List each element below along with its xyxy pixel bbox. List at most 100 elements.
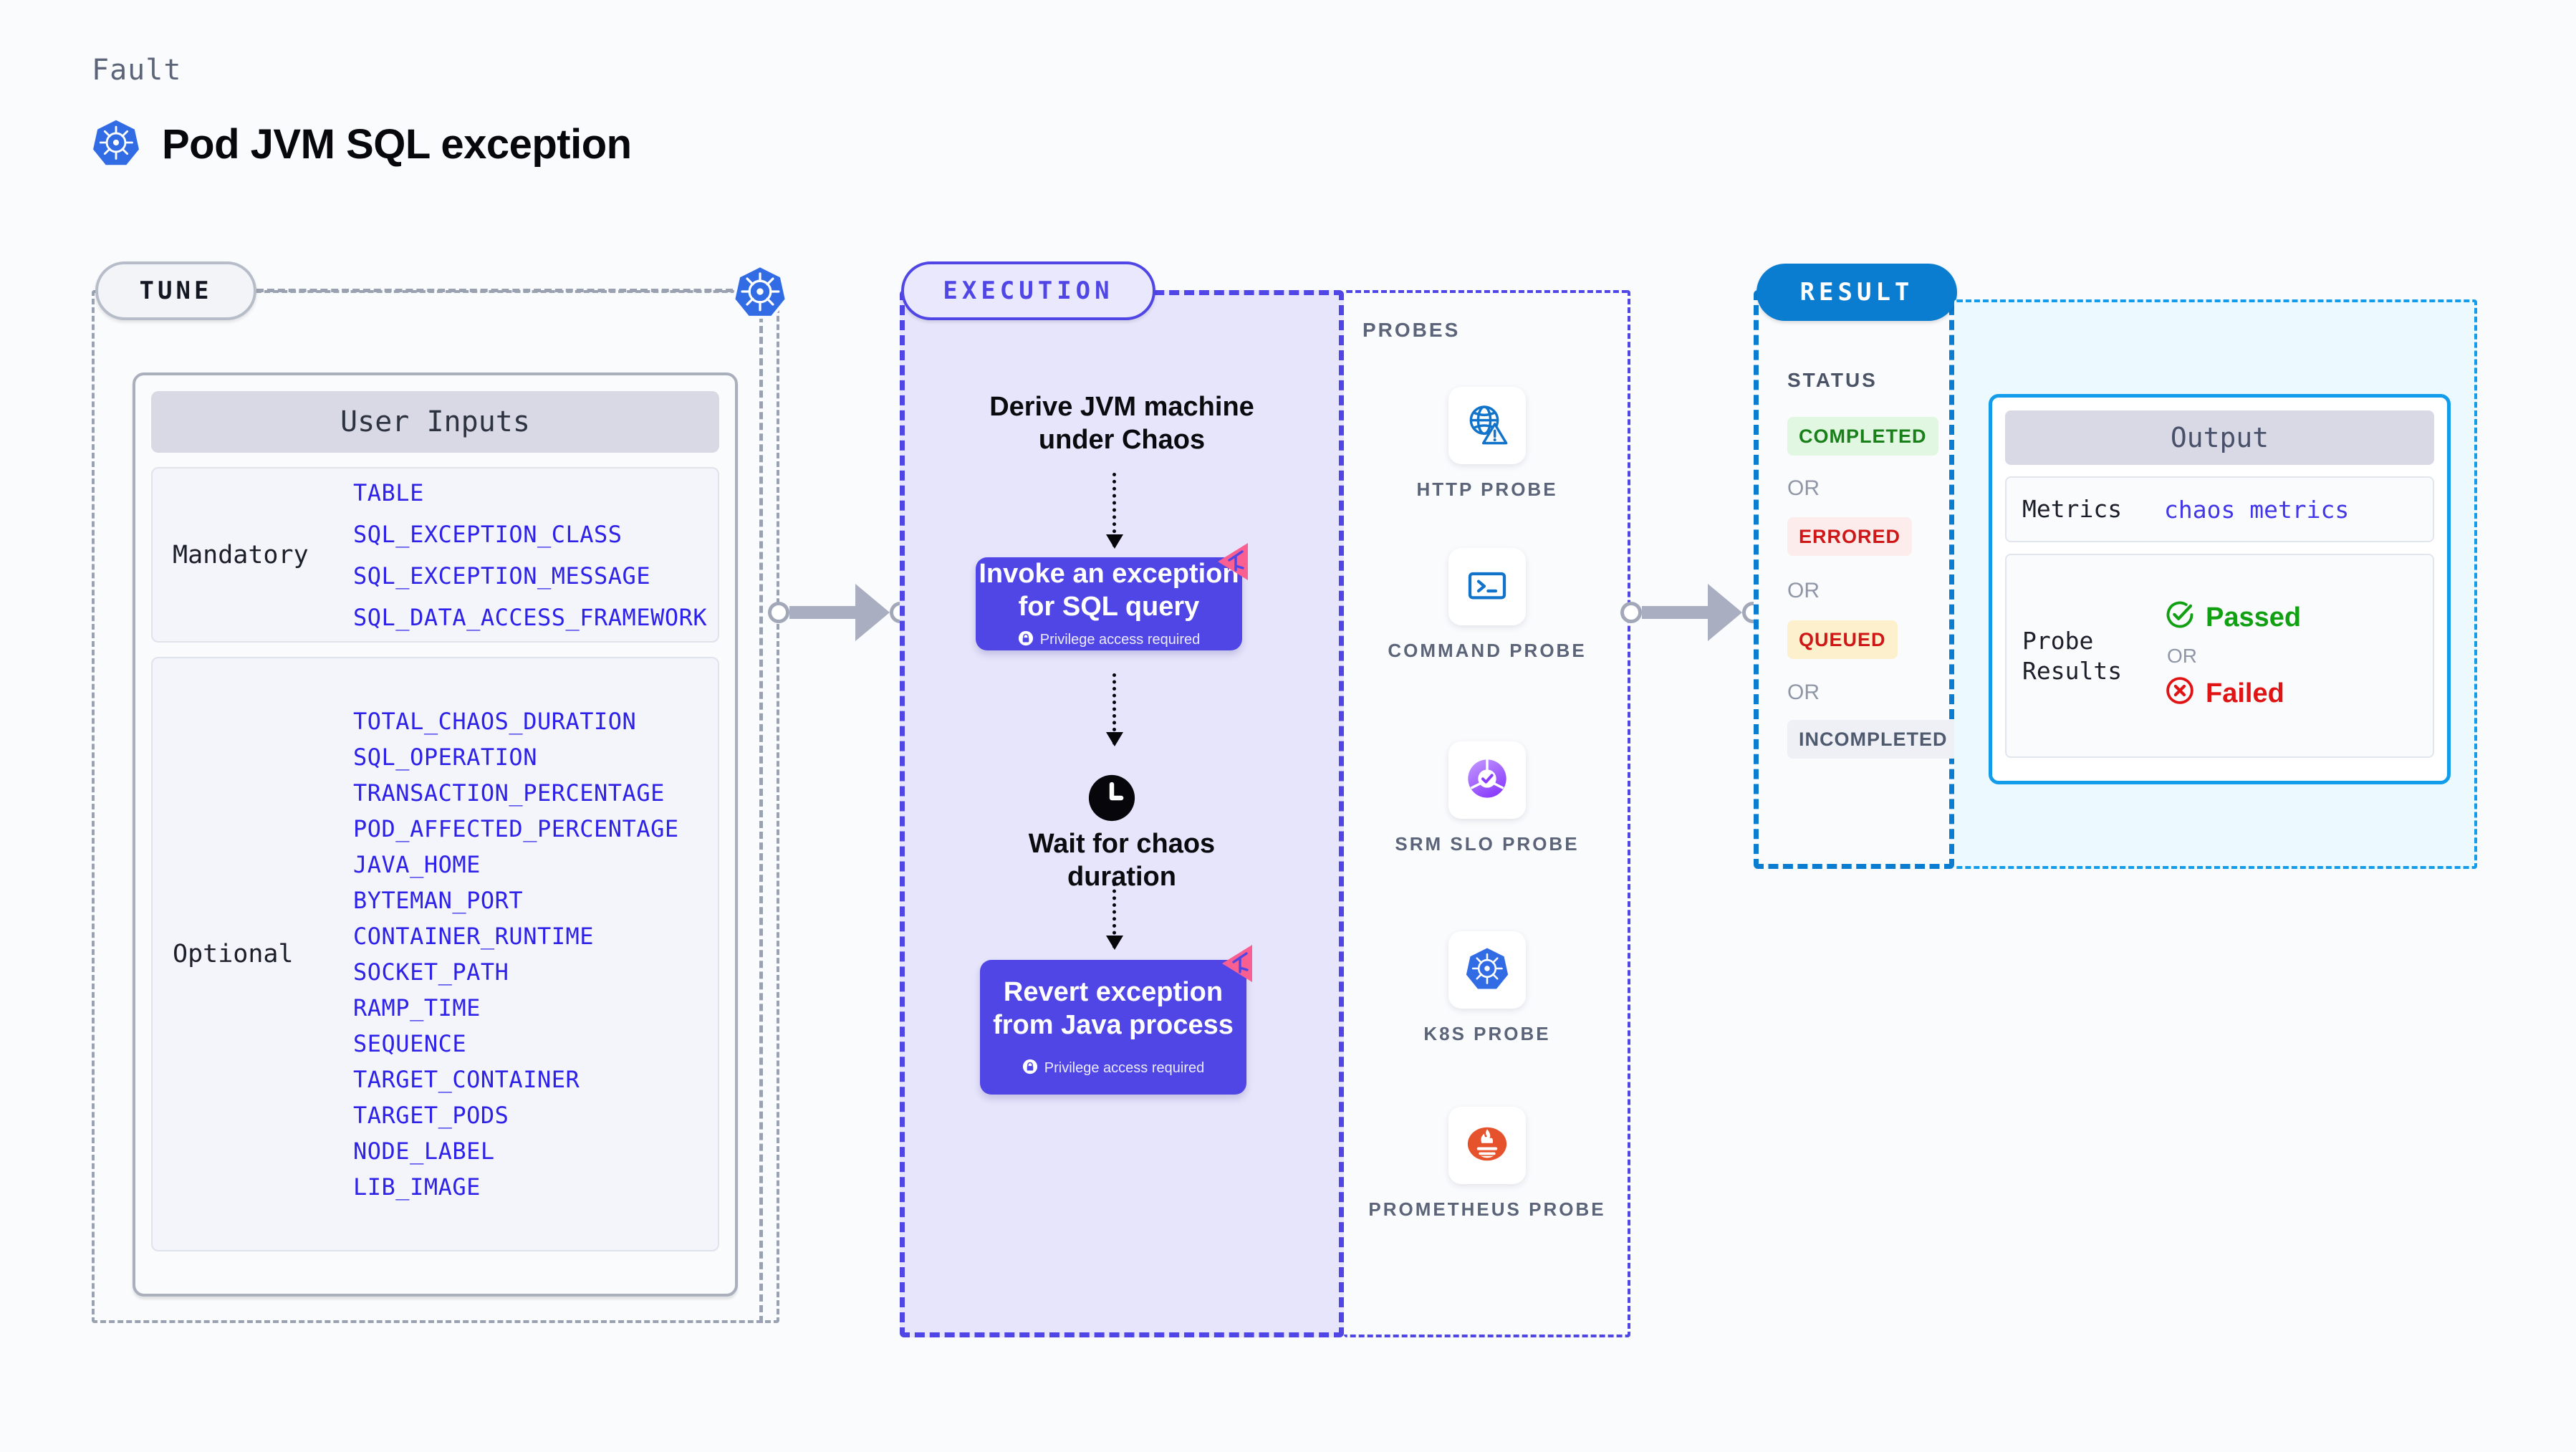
connector-arrowhead [1708,584,1742,641]
kubernetes-icon [732,264,788,319]
connector-tune-to-execution [768,584,911,641]
output-probe-values: Passed OR Failed [2164,599,2301,713]
param-item[interactable]: SOCKET_PATH [353,958,509,986]
or-label: OR [2167,644,2197,667]
probe-label: K8S PROBE [1423,1023,1551,1044]
param-item[interactable]: SQL_EXCEPTION_CLASS [353,520,623,548]
probe-label: PROMETHEUS PROBE [1368,1198,1606,1220]
param-item[interactable]: TARGET_CONTAINER [353,1066,580,1093]
prometheus-icon [1465,1122,1509,1170]
check-circle-icon [2164,599,2196,638]
probe-result-passed: Passed [2164,599,2301,638]
output-metrics-key: Metrics [2022,495,2123,524]
or-label: OR [1787,579,1820,602]
connector-bar [789,606,855,619]
probe-tile [1448,741,1526,819]
optional-param-list: TOTAL_CHAOS_DURATION SQL_OPERATION TRANS… [353,703,718,1205]
connector-execution-to-result [1620,584,1764,641]
param-item[interactable]: TARGET_PODS [353,1102,509,1129]
mandatory-param-list: TABLE SQL_EXCEPTION_CLASS SQL_EXCEPTION_… [353,472,718,638]
probe-label: SRM SLO PROBE [1395,833,1580,855]
param-item[interactable]: NODE_LABEL [353,1138,495,1165]
user-inputs-card: User Inputs Mandatory TABLE SQL_EXCEPTIO… [133,372,738,1297]
flow-arrow-down [1106,473,1123,549]
privilege-note-text: Privilege access required [1044,1060,1205,1077]
fault-injection-icon [1218,941,1264,986]
connector-bar [1642,606,1708,619]
param-item[interactable]: LIB_IMAGE [353,1173,481,1201]
privilege-note: Privilege access required [1022,1059,1204,1078]
flow-arrow-down [1106,673,1123,746]
globe-warning-icon [1464,401,1510,451]
status-badge-queued: QUEUED [1787,620,1898,659]
probe-tile [1448,931,1526,1009]
output-title: Output [2005,410,2434,465]
lock-icon [1018,630,1034,650]
param-item[interactable]: SQL_EXCEPTION_MESSAGE [353,562,651,590]
user-inputs-title: User Inputs [151,391,719,453]
param-item[interactable]: POD_AFFECTED_PERCENTAGE [353,815,679,842]
group-label-optional: Optional [173,940,294,968]
param-item[interactable]: SEQUENCE [353,1030,467,1057]
page-kicker: Fault [92,54,182,87]
or-label: OR [1787,476,1820,500]
probe-tile [1448,387,1526,464]
status-badge-completed: COMPLETED [1787,417,1938,456]
probe-srm-slo[interactable]: SRM SLO PROBE [1344,741,1630,857]
execution-pill[interactable]: EXECUTION [901,261,1155,320]
connector-node [1620,602,1642,623]
probe-http[interactable]: HTTP PROBE [1344,387,1630,502]
probe-label: COMMAND PROBE [1388,640,1587,661]
probe-result-failed-label: Failed [2206,678,2284,708]
status-badge-errored: ERRORED [1787,517,1913,556]
param-item[interactable]: CONTAINER_RUNTIME [353,923,595,950]
param-item[interactable]: TABLE [353,479,424,506]
fault-injection-icon [1213,539,1259,585]
probe-command[interactable]: COMMAND PROBE [1344,548,1630,663]
output-row-metrics: Metrics chaos metrics [2005,476,2434,542]
privilege-note-text: Privilege access required [1039,632,1201,648]
terminal-icon [1464,562,1510,612]
group-label-mandatory: Mandatory [173,540,309,569]
param-item[interactable]: JAVA_HOME [353,851,481,878]
probes-label: PROBES [1363,319,1461,341]
privilege-note: Privilege access required [1018,630,1200,650]
param-item[interactable]: TRANSACTION_PERCENTAGE [353,779,665,807]
status-label: STATUS [1787,369,1878,391]
tune-connector-dash [256,289,744,292]
probe-result-passed-label: Passed [2206,602,2302,633]
connector-arrowhead [855,584,890,641]
probe-label: HTTP PROBE [1416,479,1558,500]
connector-node [768,602,789,623]
param-item[interactable]: SQL_OPERATION [353,744,537,771]
param-item[interactable]: BYTEMAN_PORT [353,887,524,914]
status-badge-incompleted: INCOMPLETED [1787,720,1959,759]
mandatory-params-group: Mandatory TABLE SQL_EXCEPTION_CLASS SQL_… [151,467,719,643]
x-circle-icon [2164,675,2196,713]
tune-pill[interactable]: TUNE [95,261,256,320]
output-metrics-value[interactable]: chaos metrics [2164,495,2350,524]
kubernetes-icon [92,118,140,170]
optional-params-group: Optional TOTAL_CHAOS_DURATION SQL_OPERAT… [151,657,719,1251]
param-item[interactable]: TOTAL_CHAOS_DURATION [353,708,637,735]
clock-icon [1087,773,1137,823]
probe-tile [1448,548,1526,625]
result-pill[interactable]: RESULT [1756,264,1957,321]
probe-prometheus[interactable]: PROMETHEUS PROBE [1344,1107,1630,1222]
probe-tile [1448,1107,1526,1184]
tune-panel-right-edge [759,304,763,1323]
param-item[interactable]: RAMP_TIME [353,994,481,1021]
or-label: OR [1787,681,1820,704]
probe-k8s[interactable]: K8S PROBE [1344,931,1630,1047]
kubernetes-icon [1465,946,1509,994]
probe-result-failed: Failed [2164,675,2301,713]
param-item[interactable]: SQL_DATA_ACCESS_FRAMEWORK [353,603,708,631]
